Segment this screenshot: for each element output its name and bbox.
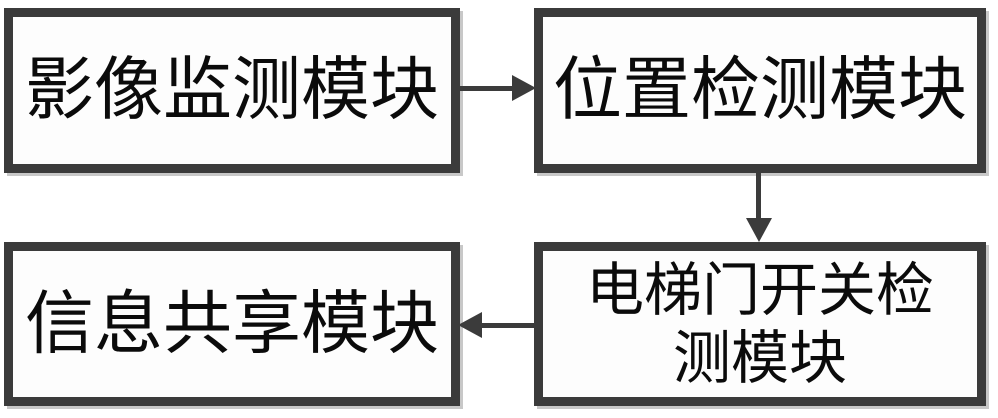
node-info-share-label: 信息共享模块 <box>25 283 439 364</box>
edge-line <box>460 86 522 91</box>
node-image-monitor-label: 影像监测模块 <box>25 50 439 130</box>
node-door-switch-label: 电梯门开关检 测模块 <box>585 255 934 392</box>
node-info-share[interactable]: 信息共享模块 <box>4 242 460 406</box>
node-door-switch[interactable]: 电梯门开关检 测模块 <box>534 242 986 406</box>
edge-line <box>478 323 536 328</box>
arrowhead-right-icon <box>512 75 536 101</box>
node-image-monitor[interactable]: 影像监测模块 <box>4 8 460 173</box>
arrowhead-left-icon <box>458 312 482 338</box>
node-position-detect[interactable]: 位置检测模块 <box>534 8 986 173</box>
arrowhead-down-icon <box>746 218 772 242</box>
edge-line <box>756 172 761 224</box>
node-position-detect-label: 位置检测模块 <box>553 50 967 130</box>
